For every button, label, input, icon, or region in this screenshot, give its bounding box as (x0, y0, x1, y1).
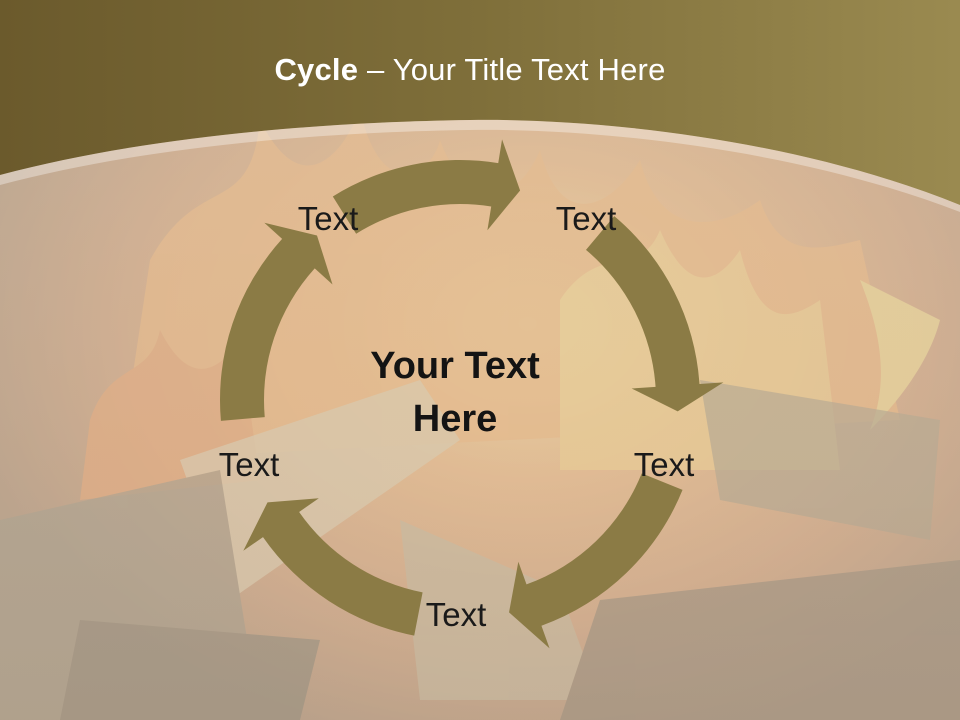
center-text: Your Text Here (370, 345, 540, 441)
slide-title: Cycle – Your Title Text Here (0, 52, 940, 88)
cycle-label-2: Text (555, 200, 617, 237)
cycle-label-4: Text (425, 596, 487, 633)
cycle-arrow-2 (585, 216, 724, 412)
cycle-label-5: Text (218, 446, 280, 483)
cycle-arrow-1 (332, 139, 521, 234)
cycle-arrow-5 (219, 222, 333, 421)
cycle-label-1: Text (297, 200, 359, 237)
cycle-label-3: Text (633, 446, 695, 483)
cycle-arrow-4 (243, 498, 423, 636)
cycle-arrow-3 (509, 473, 683, 649)
title-rest: – Your Title Text Here (358, 52, 666, 87)
title-banner-shape (0, 0, 960, 205)
title-bold: Cycle (274, 52, 359, 87)
